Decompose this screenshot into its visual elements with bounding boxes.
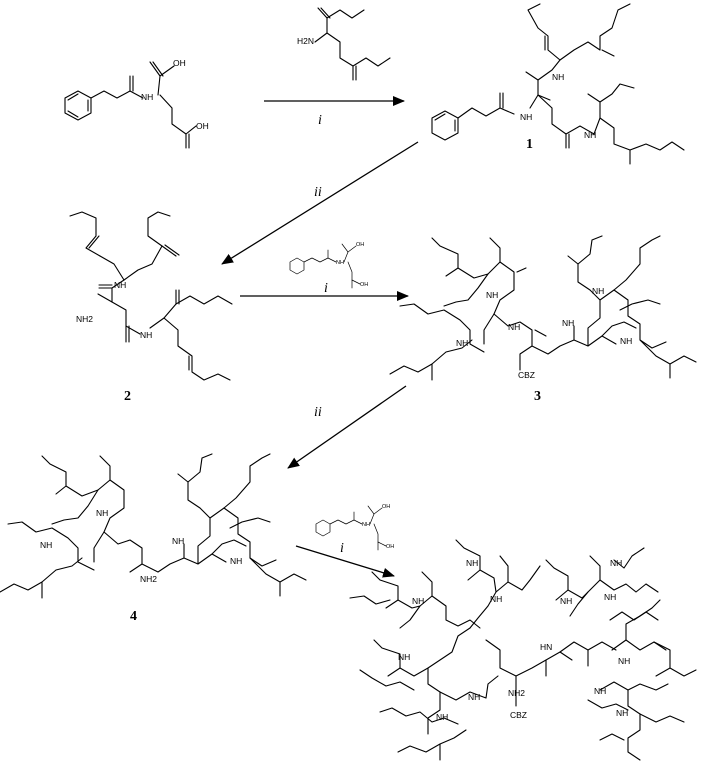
- condition-step-1: i: [318, 113, 322, 128]
- nh-label: NH: [172, 536, 184, 546]
- oh-label: OH: [173, 58, 186, 68]
- nh-label: NH: [490, 594, 502, 604]
- hn-label: HN: [540, 642, 552, 652]
- reagent-diethyl-glutamate: H2N: [297, 7, 391, 81]
- compound-label: 3: [534, 389, 541, 404]
- arrow-step-5: [295, 545, 395, 578]
- nh-label: NH: [592, 286, 604, 296]
- nh-label: NH: [230, 556, 242, 566]
- nh-label: NH: [594, 686, 606, 696]
- nh-label: NH: [398, 652, 410, 662]
- compound-1-structure: NH NH NH 1: [431, 3, 685, 165]
- oh-label: OH: [356, 242, 364, 248]
- oh-label: OH: [360, 282, 368, 288]
- nh-label: NH: [362, 522, 370, 528]
- condition-step-2: ii: [314, 185, 322, 200]
- nh-label: NH: [140, 330, 152, 340]
- condition-step-4: ii: [314, 405, 322, 420]
- compound-4-structure: NH NH NH NH NH2 4: [0, 453, 307, 624]
- compound-label: 1: [526, 137, 533, 152]
- nh-label: NH: [552, 72, 564, 82]
- arrow-step-4: [287, 385, 407, 469]
- nh-label: NH: [562, 318, 574, 328]
- cbz-label: CBZ: [510, 710, 527, 720]
- nh-label: NH: [520, 112, 532, 122]
- nh-label: NH: [336, 260, 344, 266]
- nh-label: NH: [620, 336, 632, 346]
- nh-label: NH: [114, 280, 126, 290]
- starting-material-cbz-glutamic-acid: NH OH OH: [64, 58, 209, 149]
- arrow-step-2: [221, 141, 419, 265]
- compound-label: 4: [130, 609, 137, 624]
- nh-label: NH: [412, 596, 424, 606]
- oh-label: OH: [382, 504, 390, 510]
- nh-label: NH: [584, 130, 596, 140]
- nh-label: NH: [618, 656, 630, 666]
- nh2-label: NH2: [140, 574, 157, 584]
- nh-label: NH: [456, 338, 468, 348]
- nh-label: NH: [616, 708, 628, 718]
- compound-3-structure: NH NH NH NH NH NH CBZ 3: [389, 235, 697, 404]
- nh-label: NH: [560, 596, 572, 606]
- nh2-label: NH2: [76, 314, 93, 324]
- reagent-cbz-glu-small: NH OH OH: [315, 504, 394, 551]
- nh2-label: NH2: [508, 688, 525, 698]
- nh-label: NH: [141, 92, 153, 102]
- cbz-label: CBZ: [518, 370, 535, 380]
- reaction-arrows: [221, 96, 419, 578]
- condition-step-3: i: [324, 281, 328, 296]
- nh-label: NH: [610, 558, 622, 568]
- h2n-label: H2N: [297, 36, 314, 46]
- nh-label: NH: [486, 290, 498, 300]
- compound-2-structure: NH NH NH2 2: [69, 211, 233, 404]
- nh-label: NH: [508, 322, 520, 332]
- nh-label: NH: [96, 508, 108, 518]
- compound-label: 2: [124, 389, 131, 404]
- reagent-cbz-glu-small: NH OH OH: [289, 242, 368, 289]
- nh-label: NH: [466, 558, 478, 568]
- nh-label: NH: [604, 592, 616, 602]
- compound-5-structure: NH NH NH NH NH NH HN NH NH NH NH NH NH N…: [349, 539, 697, 761]
- nh-label: NH: [436, 712, 448, 722]
- oh-label: OH: [386, 544, 394, 550]
- oh-label: OH: [196, 121, 209, 131]
- condition-step-5: i: [340, 541, 344, 556]
- nh-label: NH: [468, 692, 480, 702]
- nh-label: NH: [40, 540, 52, 550]
